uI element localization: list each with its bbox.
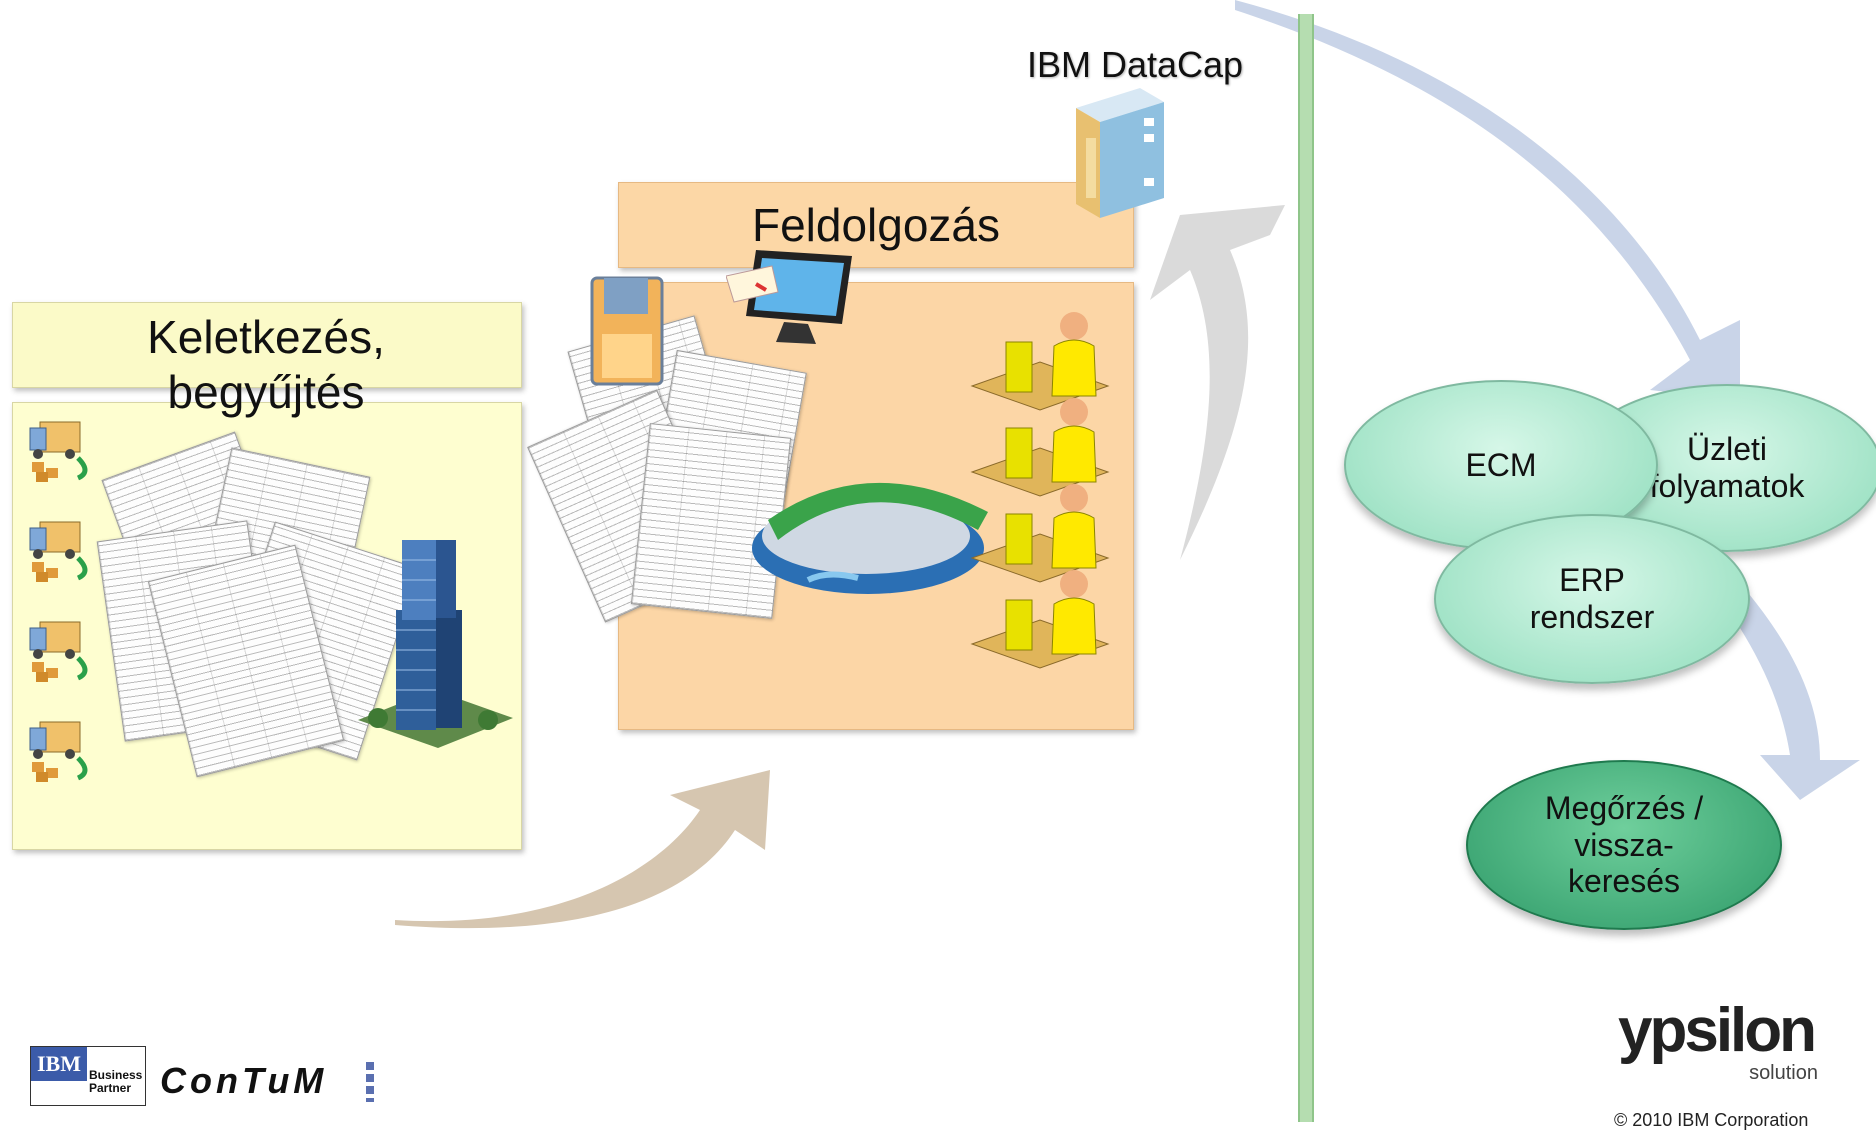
collection-title-box	[12, 302, 522, 388]
server-icon	[1076, 88, 1164, 218]
erp-ellipse: ERP rendszer	[1434, 514, 1750, 684]
contum-logo-marks	[366, 1062, 374, 1102]
office-building-icon	[358, 540, 513, 748]
document-stack-icon	[90, 430, 420, 778]
ibm-logo-text: IBM	[31, 1047, 87, 1081]
datacap-label: IBM DataCap	[1026, 44, 1244, 85]
truck-icon	[29, 521, 88, 582]
ypsilon-logo-subtitle: solution	[1749, 1062, 1818, 1084]
archive-ellipse: Megőrzés / vissza- keresés	[1466, 760, 1782, 930]
contum-logo: ConTuM	[160, 1060, 328, 1101]
processing-title-box: Feldolgozás	[618, 182, 1134, 268]
truck-icon	[29, 421, 88, 482]
copyright-text: © 2010 IBM Corporation	[1614, 1110, 1809, 1130]
business-process-label: Üzleti folyamatok	[1649, 431, 1805, 504]
truck-icon	[29, 721, 88, 782]
curved-arrow-up	[1150, 205, 1285, 560]
vertical-divider	[1298, 14, 1314, 1122]
archive-label: Megőrzés / vissza- keresés	[1544, 789, 1704, 900]
ecm-label: ECM	[1465, 446, 1537, 483]
ypsilon-logo-text: ypsilon	[1618, 996, 1817, 1065]
workstation-operator-icon	[970, 570, 1110, 669]
collection-title: Keletkezés, begyűjtés	[147, 310, 385, 418]
truck-icon	[29, 621, 88, 682]
processing-title: Feldolgozás	[751, 199, 1001, 251]
ypsilon-logo: ypsilon solution	[1618, 1000, 1828, 1090]
scanner-icon	[752, 482, 988, 594]
erp-label: ERP rendszer	[1529, 562, 1655, 635]
curved-arrow-bottom	[395, 770, 770, 929]
computer-monitor-icon	[726, 250, 852, 344]
floppy-disk-icon	[590, 276, 664, 386]
business-partner-text: Business Partner	[89, 1068, 143, 1095]
ibm-business-partner-logo: IBM Business Partner	[30, 1046, 146, 1106]
